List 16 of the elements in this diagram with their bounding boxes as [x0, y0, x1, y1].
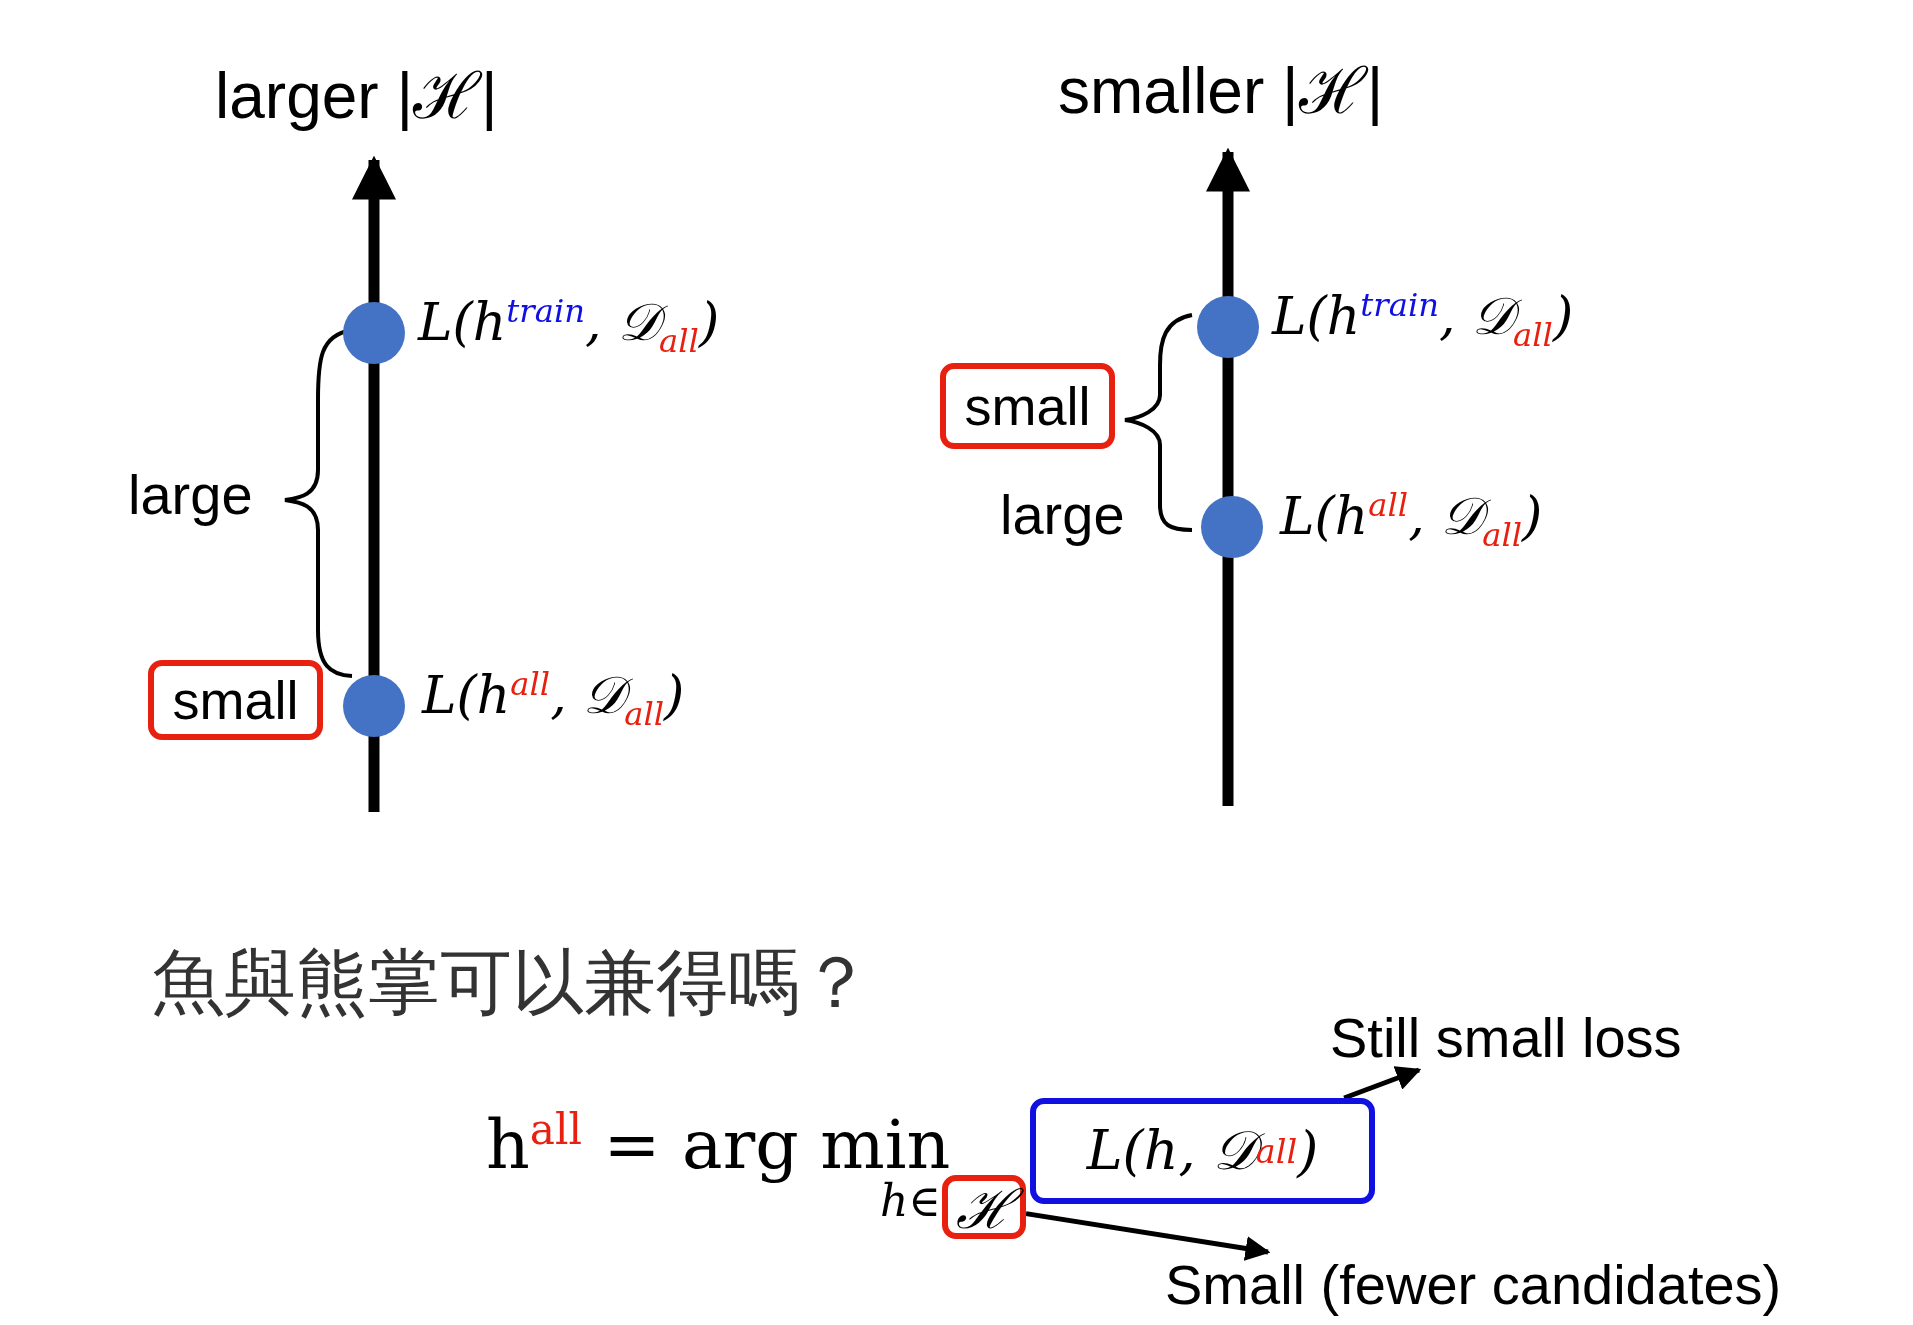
- highlight-box: small: [148, 660, 323, 740]
- highlight-box: small: [940, 363, 1115, 449]
- brace-label: large: [128, 462, 253, 527]
- brace-label: large: [1000, 482, 1125, 547]
- math-expression: L(h$^{all}$, 𝒟$_{all}$): [422, 665, 685, 733]
- highlight-box: ℋ: [942, 1175, 1026, 1239]
- annotation-text: Small (fewer candidates): [1165, 1252, 1782, 1317]
- axis-title: smaller |ℋ|: [1058, 54, 1384, 129]
- math-expression: L(h$^{all}$, 𝒟$_{all}$): [1280, 486, 1543, 554]
- math-expression: L(h$^{train}$, 𝒟$_{all}$): [418, 292, 720, 360]
- question-text: 魚與熊掌可以兼得嗎？: [152, 941, 872, 1024]
- axis-title: larger |ℋ|: [215, 59, 498, 134]
- arrow: [1025, 1211, 1271, 1261]
- annotation-text: Still small loss: [1330, 1005, 1682, 1070]
- math-expression: L(h$^{train}$, 𝒟$_{all}$): [1272, 286, 1574, 354]
- arrow: [1343, 1066, 1422, 1101]
